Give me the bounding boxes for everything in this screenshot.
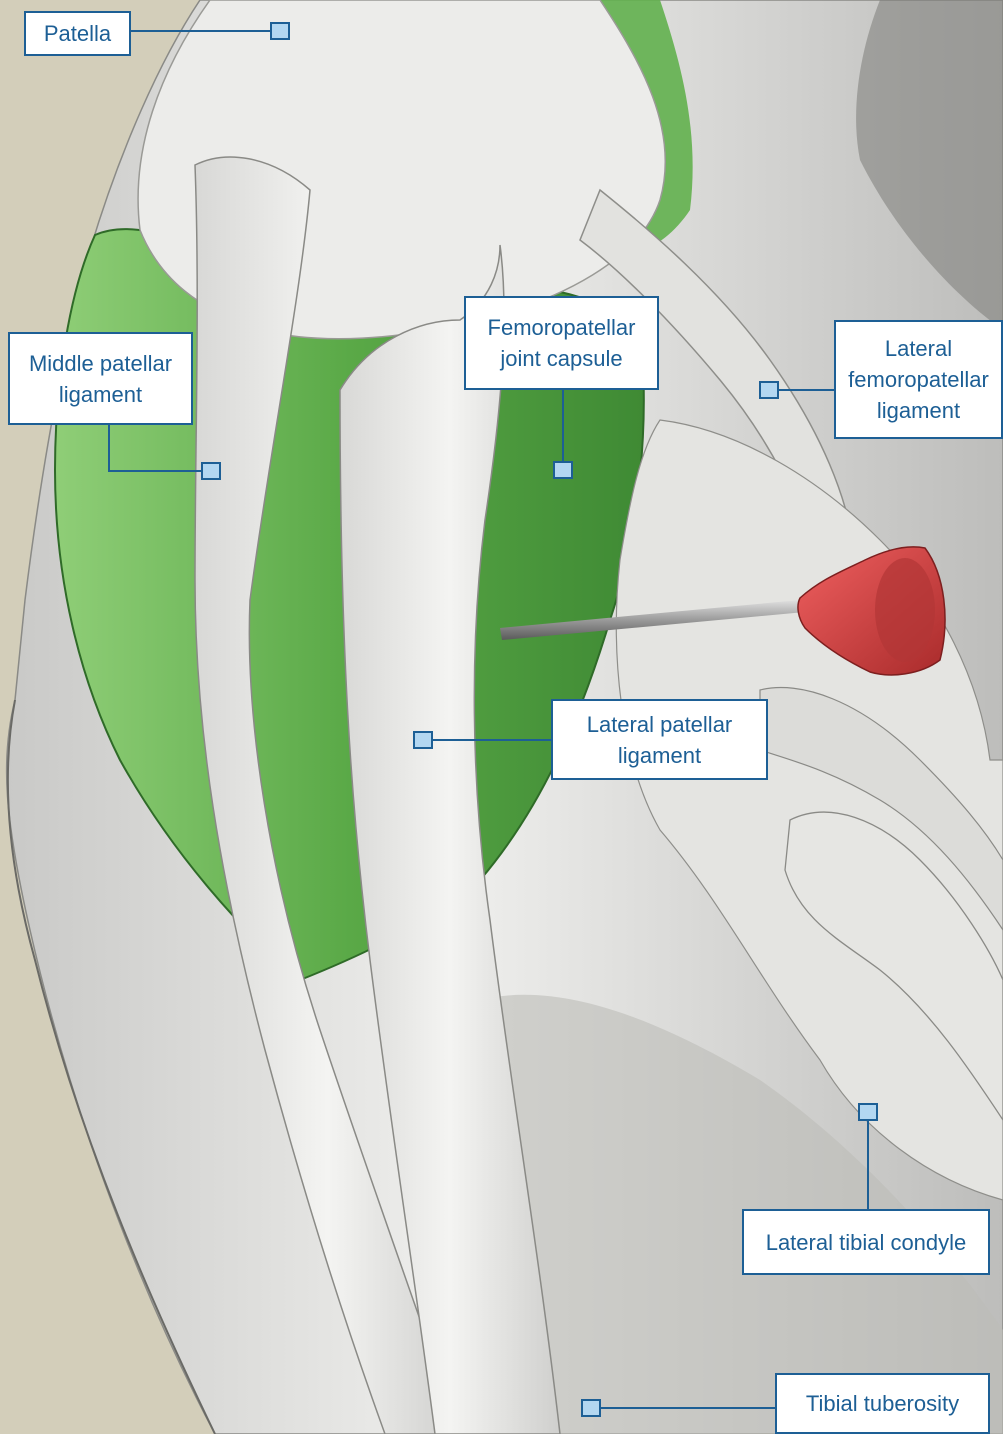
middle-patellar-ligament-marker <box>201 462 221 480</box>
patella-marker <box>270 22 290 40</box>
lateral-patellar-ligament-marker <box>413 731 433 749</box>
patella-label: Patella <box>24 11 131 56</box>
middle-patellar-ligament-label: Middle patellar ligament <box>8 332 193 425</box>
lateral-femoropatellar-ligament-marker <box>759 381 779 399</box>
lateral-patellar-ligament-label: Lateral patellar ligament <box>551 699 768 780</box>
lateral-femoropatellar-ligament-label: Lateral femoropatellar ligament <box>834 320 1003 439</box>
tibial-tuberosity-marker <box>581 1399 601 1417</box>
tibial-tuberosity-label: Tibial tuberosity <box>775 1373 990 1434</box>
femoropatellar-joint-capsule-marker <box>553 461 573 479</box>
lateral-tibial-condyle-marker <box>858 1103 878 1121</box>
femoropatellar-joint-capsule-label: Femoropatellar joint capsule <box>464 296 659 390</box>
lateral-tibial-condyle-label: Lateral tibial condyle <box>742 1209 990 1275</box>
